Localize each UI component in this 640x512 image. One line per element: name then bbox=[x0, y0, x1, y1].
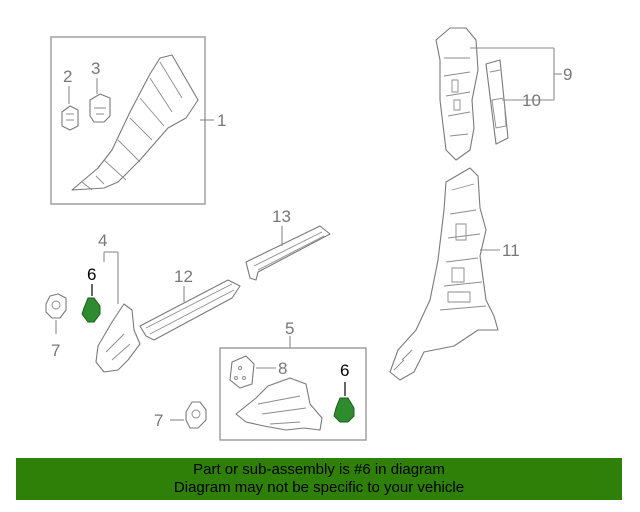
part-front-scuff-plate[interactable] bbox=[139, 279, 241, 341]
part-clip-2[interactable] bbox=[61, 105, 79, 131]
callout-7-front: 7 bbox=[51, 341, 60, 360]
group-box-sub-assembly bbox=[219, 347, 367, 441]
callout-11: 11 bbox=[502, 241, 520, 260]
part-6-highlighted-front[interactable] bbox=[81, 297, 101, 323]
callout-9: 9 bbox=[563, 65, 572, 84]
info-banner: Part or sub-assembly is #6 in diagram Di… bbox=[16, 458, 622, 500]
callout-2: 2 bbox=[63, 67, 72, 86]
part-cowl-side-trim-front[interactable] bbox=[95, 303, 141, 373]
callout-8: 8 bbox=[278, 359, 287, 378]
callout-7-rear: 7 bbox=[154, 411, 163, 430]
banner-line-2: Diagram may not be specific to your vehi… bbox=[173, 479, 465, 496]
part-clip-7-rear[interactable] bbox=[185, 401, 207, 429]
callout-4: 4 bbox=[98, 231, 107, 250]
callout-13: 13 bbox=[272, 207, 291, 226]
part-a-pillar-trim[interactable] bbox=[71, 54, 199, 191]
part-6-highlighted-rear[interactable] bbox=[333, 397, 355, 423]
part-rear-scuff-plate[interactable] bbox=[245, 225, 331, 281]
part-pillar-insert[interactable] bbox=[485, 59, 509, 145]
part-plate-8[interactable] bbox=[229, 355, 255, 389]
callout-3: 3 bbox=[91, 59, 100, 78]
banner-line-1: Part or sub-assembly is #6 in diagram bbox=[193, 461, 445, 478]
callout-5: 5 bbox=[285, 319, 294, 338]
part-cowl-side-trim-bracket[interactable] bbox=[235, 377, 323, 431]
callout-1: 1 bbox=[217, 111, 226, 130]
callout-6-rear: 6 bbox=[340, 361, 349, 380]
part-clip-7-front[interactable] bbox=[45, 293, 67, 319]
part-b-pillar-upper-trim[interactable] bbox=[435, 27, 479, 161]
part-clip-3[interactable] bbox=[89, 93, 111, 123]
callout-10: 10 bbox=[522, 91, 541, 110]
part-b-pillar-lower-trim[interactable] bbox=[389, 167, 499, 381]
callout-6-front: 6 bbox=[87, 265, 96, 284]
callout-12: 12 bbox=[174, 267, 193, 286]
